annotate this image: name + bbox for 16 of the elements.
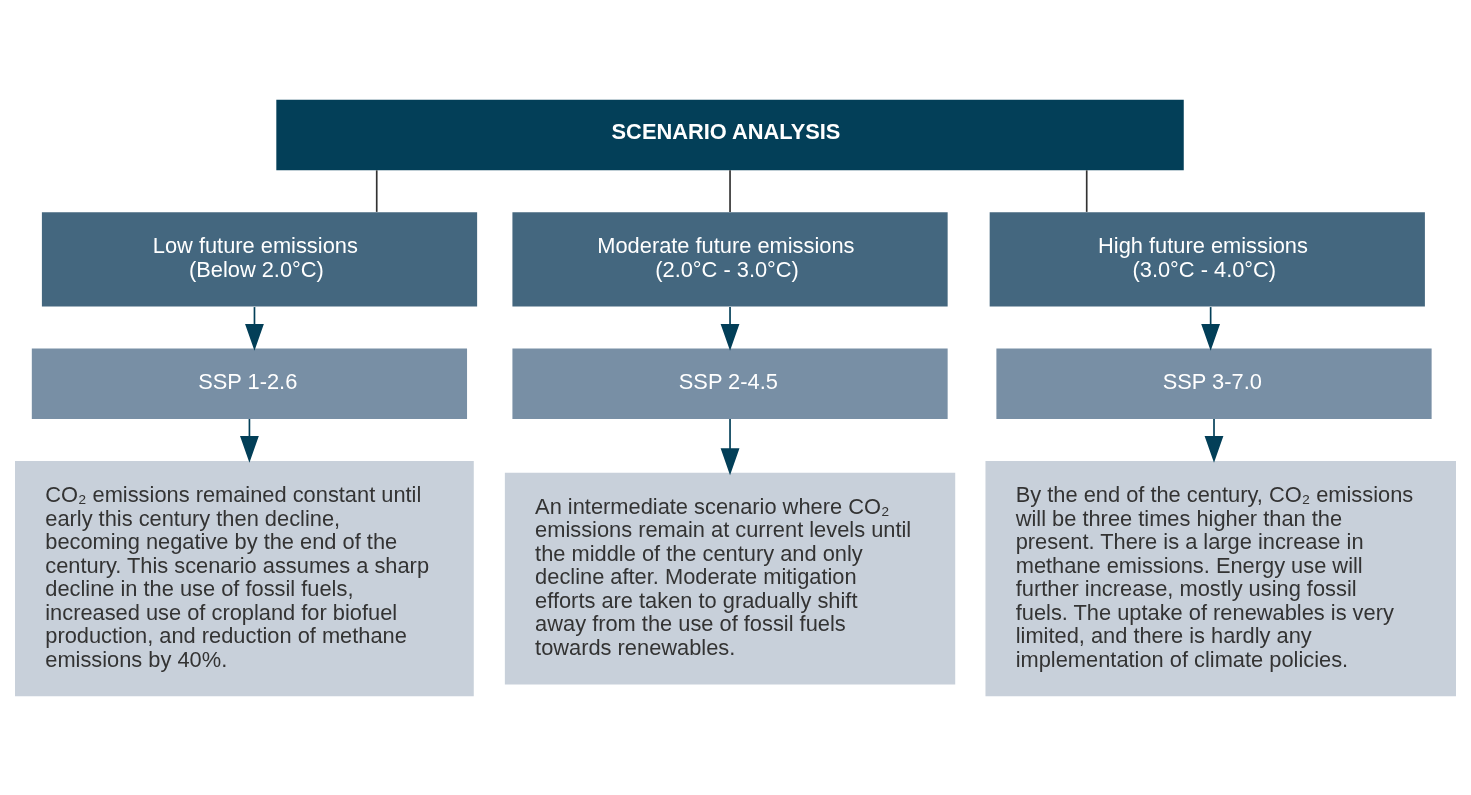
node-box: SCENARIO ANALYSIS [276, 99, 1184, 170]
node-box: Moderate future emissions (2.0°C - 3.0°C) [512, 211, 948, 306]
node-box: Low future emissions (Below 2.0°C) [41, 211, 478, 306]
node-box: By the end of the century, CO₂ emissions will be three times higher than the present. There is a large increase in methane emissions. Energy use will further increase, mostly using fossil fuels. The uptake of renewables is very limited, and there is hardly any implementation of climate policies. [985, 460, 1456, 696]
node-box: High future emissions (3.0°C - 4.0°C) [989, 211, 1425, 306]
node-box: CO₂ emissions remained constant until early this century then decline, becoming negative by the end of the century. This scenario assumes a sharp decline in the use of fossil fuels, increased use of cropland for biofuel production, and reduction of methane emissions by 40%. [15, 460, 474, 696]
arrow [720, 417, 740, 475]
node-box: SSP 2-4.5 [512, 347, 948, 419]
node-box: An intermediate scenario where CO₂ emissions remain at current levels until the middle of the century and only decline after. Moderate mitigation efforts are taken to gradually shift away from the use of fossil fuels towards renewables. [504, 472, 956, 684]
node-box: SSP 1-2.6 [31, 347, 468, 419]
connector [729, 169, 731, 213]
arrow [1204, 417, 1224, 463]
arrow [720, 305, 740, 351]
node-box: SSP 3-7.0 [996, 347, 1432, 419]
connector [1085, 169, 1088, 213]
connector [375, 169, 378, 213]
